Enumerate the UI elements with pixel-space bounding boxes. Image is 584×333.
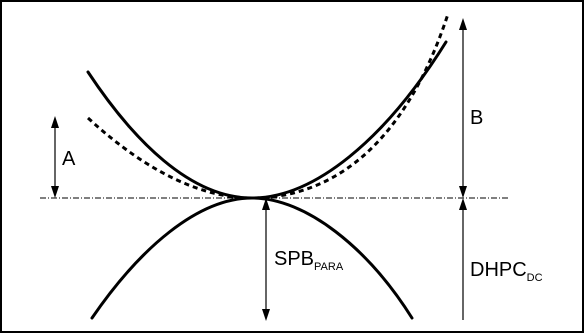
arrow-a-head-up xyxy=(51,116,59,128)
label-spb-sub: PARA xyxy=(314,261,344,273)
arrow-b-head-up xyxy=(459,18,467,30)
label-a: A xyxy=(62,148,76,170)
upper-solid-curve xyxy=(86,40,448,200)
dashed-curve xyxy=(86,13,450,200)
label-spb-group: SPBPARA xyxy=(274,248,344,273)
arrow-b-head-down xyxy=(459,186,467,198)
label-dhpc-group: DHPCDC xyxy=(470,259,543,284)
arrow-a-head-down xyxy=(51,186,59,198)
label-dhpc-main: DHPC xyxy=(470,259,527,281)
arrow-spb-head-up xyxy=(262,198,270,210)
label-spb-main: SPB xyxy=(274,248,314,270)
lower-solid-curve xyxy=(90,196,414,320)
label-b: B xyxy=(470,107,483,129)
arrow-dhpc-head-up xyxy=(459,198,467,210)
arrow-spb-head-down xyxy=(262,309,270,321)
label-dhpc-sub: DC xyxy=(527,272,543,284)
